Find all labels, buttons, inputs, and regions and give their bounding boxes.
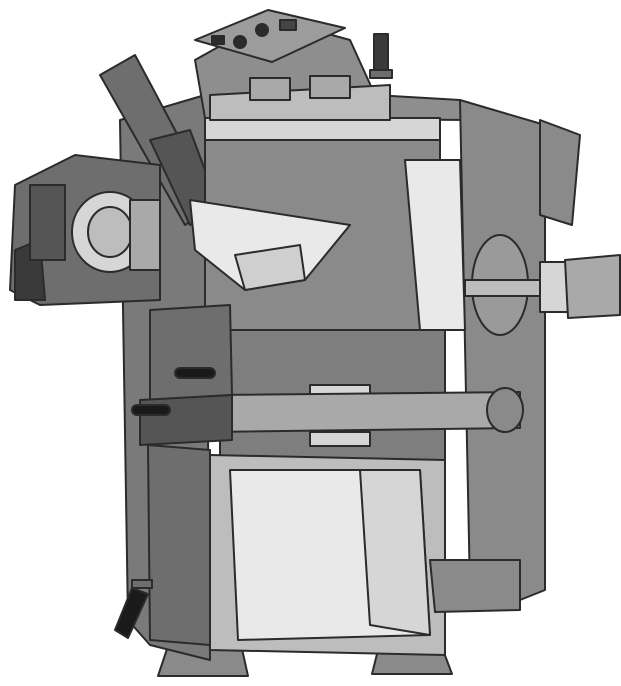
heat-exchanger-baffle [204, 75, 441, 141]
ash-door-handle [114, 579, 153, 639]
flue-outlet [539, 119, 621, 319]
firebox-door-handle [131, 367, 216, 416]
rear-flue-housing [459, 99, 546, 601]
control-panel [194, 9, 346, 63]
right-internal-panel [404, 159, 466, 331]
ash-pan-chamber [209, 454, 521, 656]
exhaust-fan [464, 234, 571, 336]
fuel-hopper-chamber [189, 139, 441, 331]
top-sensor-stub [369, 33, 393, 79]
burner-fan-unit [9, 154, 161, 306]
combustion-chamber [209, 329, 524, 461]
